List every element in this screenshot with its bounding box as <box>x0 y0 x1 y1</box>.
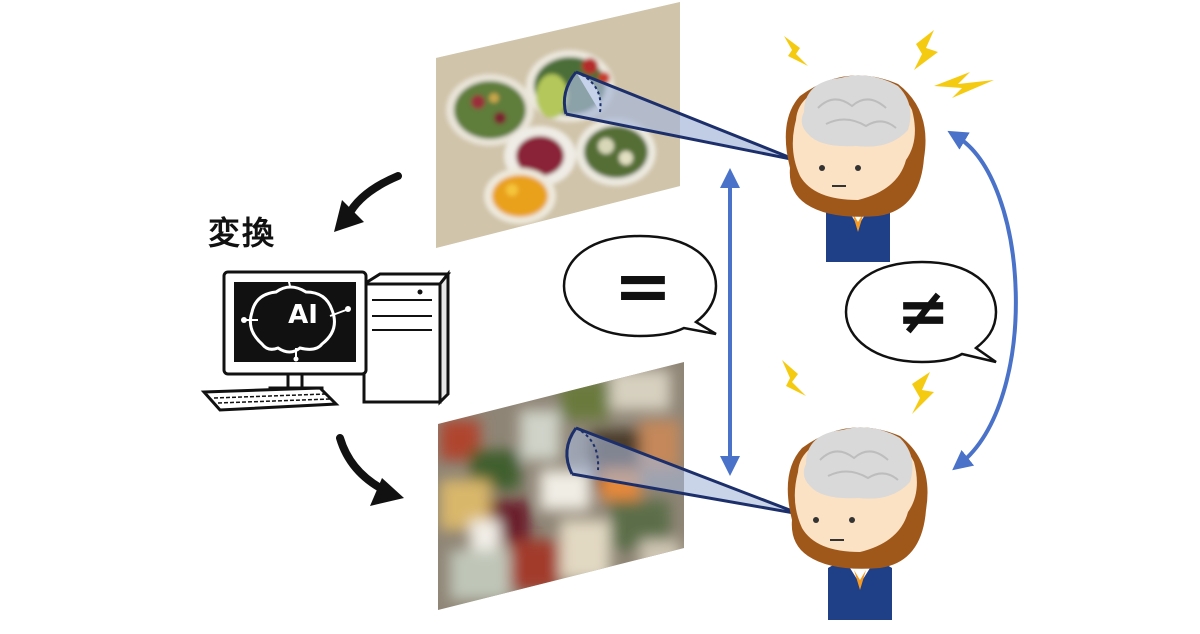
speech-bubble-icon <box>562 234 718 338</box>
curved-arrow-icon <box>334 172 402 232</box>
lightning-icon <box>782 30 994 414</box>
ai-label: AI <box>288 300 318 330</box>
equal-symbol: = <box>613 245 673 327</box>
curved-arrow-icon <box>336 434 404 506</box>
not-equal-symbol: ≠ <box>896 275 950 349</box>
not-equal-comparison-arrow <box>947 130 1018 471</box>
ai-brain-icon <box>241 274 351 362</box>
convert-label: 変換 <box>208 214 277 252</box>
observer-character-top <box>785 75 926 262</box>
observer-character-bottom <box>787 427 928 620</box>
